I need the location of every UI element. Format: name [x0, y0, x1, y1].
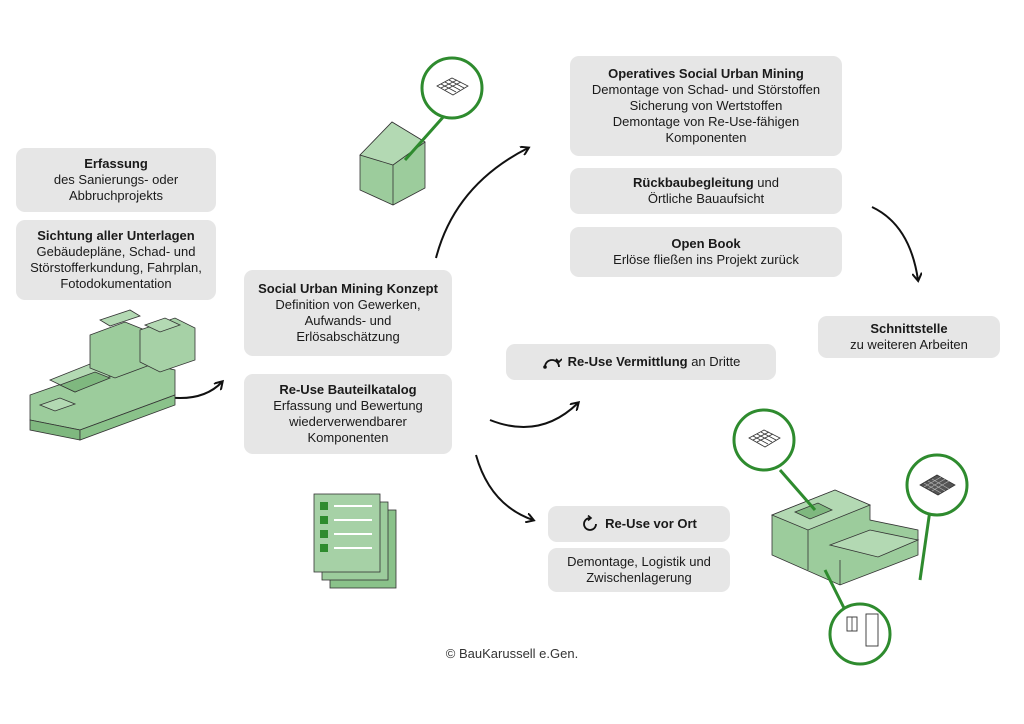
sichtung-line-3: Fotodokumentation: [60, 276, 172, 291]
house-icon: [359, 121, 426, 206]
arrow-catalog-to-vorort: [475, 454, 533, 520]
konzept-line-3: Erlösabschätzung: [296, 329, 400, 344]
operativ-line-3: Demontage von Re-Use-fähigen: [612, 114, 800, 129]
building-complex-icon: [29, 309, 196, 441]
documents-icon: [313, 493, 397, 589]
rueckbau-box: Rückbaubegleitung und Örtliche Bauaufsic…: [570, 168, 842, 214]
arrow-concept-to-operative: [435, 148, 528, 259]
copyright-footer: © BauKarussell e.Gen.: [445, 646, 579, 661]
operativ-title: Operatives Social Urban Mining: [608, 66, 804, 81]
katalog-box: Re-Use Bauteilkatalog Erfassung und Bewe…: [244, 374, 452, 454]
openbook-title: Open Book: [671, 236, 741, 251]
vermittlung-title: Re-Use Vermittlung: [567, 354, 688, 369]
katalog-title: Re-Use Bauteilkatalog: [279, 382, 417, 397]
demontage-line-2: Zwischenlagerung: [586, 570, 692, 585]
vorort-title: Re-Use vor Ort: [605, 516, 697, 531]
demontage-box: Demontage, Logistik und Zwischenlagerung: [548, 548, 730, 592]
rueckbau-line-2: Örtliche Bauaufsicht: [647, 191, 765, 206]
arrow-catalog-to-vermittlung: [489, 403, 578, 429]
building-components-icon: [770, 489, 920, 586]
schnittstelle-box: Schnittstelle zu weiteren Arbeiten: [818, 316, 1000, 358]
openbook-line: Erlöse fließen ins Projekt zurück: [613, 252, 799, 267]
vorort-box: Re-Use vor Ort: [548, 506, 730, 542]
operativ-line-4: Komponenten: [665, 130, 747, 145]
erfassung-box: Erfassung des Sanierungs- oder Abbruchpr…: [16, 148, 216, 212]
sichtung-line-1: Gebäudepläne, Schad- und: [36, 244, 196, 259]
katalog-line-1: Erfassung und Bewertung: [273, 398, 423, 413]
arc-arrows-icon: [542, 358, 562, 369]
magnifier-tiles-icon: [420, 56, 484, 120]
circular-arrow-icon: [583, 515, 598, 531]
sichtung-line-2: Störstofferkundung, Fahrplan,: [30, 260, 202, 275]
magnifier-tiles-detail-icon: [732, 408, 796, 472]
rueckbau-suffix: und: [753, 175, 779, 190]
erfassung-line-2: Abbruchprojekts: [69, 188, 163, 203]
magnifier-grid-icon: [905, 453, 969, 517]
demontage-line-1: Demontage, Logistik und: [567, 554, 711, 569]
rueckbau-title: Rückbaubegleitung: [633, 175, 754, 190]
openbook-box: Open Book Erlöse fließen ins Projekt zur…: [570, 227, 842, 277]
katalog-line-3: Komponenten: [307, 430, 389, 445]
konzept-line-2: Aufwands- und: [304, 313, 392, 328]
erfassung-line-1: des Sanierungs- oder: [53, 172, 179, 187]
konzept-line-1: Definition von Gewerken,: [275, 297, 421, 312]
schnittstelle-line: zu weiteren Arbeiten: [850, 337, 968, 352]
schnittstelle-title: Schnittstelle: [870, 321, 948, 336]
vermittlung-box: Re-Use Vermittlung an Dritte: [506, 344, 776, 380]
arrow-operative-to-interface: [871, 206, 918, 280]
operativ-line-1: Demontage von Schad- und Störstoffen: [591, 82, 821, 97]
magnifier-window-door-icon: [828, 602, 892, 666]
vermittlung-suffix: an Dritte: [687, 354, 741, 369]
sichtung-title: Sichtung aller Unterlagen: [37, 228, 195, 243]
operativ-box: Operatives Social Urban Mining Demontage…: [570, 56, 842, 156]
konzept-box: Social Urban Mining Konzept Definition v…: [244, 270, 452, 356]
katalog-line-2: wiederverwendbarer: [289, 414, 407, 429]
konzept-title: Social Urban Mining Konzept: [258, 281, 438, 296]
operativ-line-2: Sicherung von Wertstoffen: [629, 98, 783, 113]
sichtung-box: Sichtung aller Unterlagen Gebäudepläne, …: [16, 220, 216, 300]
erfassung-title: Erfassung: [84, 156, 148, 171]
